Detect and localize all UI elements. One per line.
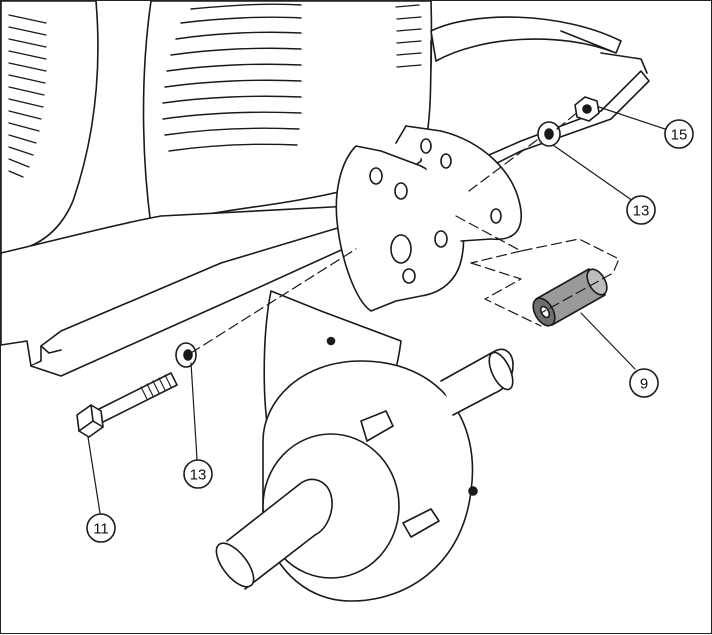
vent-slots-main <box>162 3 302 152</box>
svg-text:9: 9 <box>640 376 648 393</box>
washer-bottom <box>175 342 197 368</box>
leader-lines <box>87 106 666 514</box>
callout-9: 9 <box>629 368 659 398</box>
mounting-bracket <box>335 125 522 312</box>
vent-slots-right <box>395 4 422 68</box>
caster-hub <box>215 290 514 602</box>
svg-text:15: 15 <box>671 127 688 144</box>
callout-13-bottom: 13 <box>183 459 213 489</box>
callout-13-top: 13 <box>626 195 656 225</box>
alignment-lines <box>190 110 620 354</box>
svg-text:13: 13 <box>633 203 650 220</box>
callout-15: 15 <box>664 119 694 149</box>
callout-11: 11 <box>86 513 116 543</box>
bolt <box>76 372 178 438</box>
vent-slots-left <box>8 14 47 178</box>
nut <box>574 96 600 122</box>
spacer-sleeve <box>532 268 608 327</box>
washer-top <box>537 121 561 147</box>
svg-text:13: 13 <box>190 467 207 484</box>
svg-text:11: 11 <box>93 521 109 538</box>
